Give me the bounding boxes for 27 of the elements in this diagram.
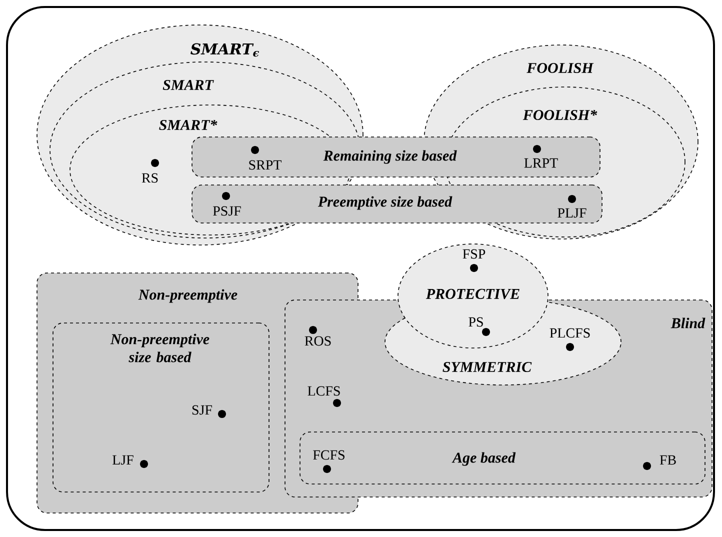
- point-label: LRPT: [524, 158, 558, 168]
- region-label: SMART$_{ϵ}$: [190, 43, 259, 57]
- region-label: Remaining size based: [323, 150, 457, 164]
- point-label: SRPT: [249, 160, 282, 170]
- point-label: PLJF: [558, 208, 586, 218]
- region-label: Age based: [452, 452, 516, 466]
- point-label: FB: [660, 455, 676, 465]
- point-label: PSJF: [213, 206, 241, 216]
- region-label: Non-preemptive size based: [110, 334, 210, 362]
- point-label: FCFS: [313, 450, 344, 460]
- region-label: Preemptive size based: [318, 196, 452, 210]
- region-label: SYMMETRIC: [442, 362, 532, 372]
- region-label: PROTECTIVE: [426, 288, 520, 300]
- point-label: PS: [468, 317, 483, 327]
- region-label: Blind: [670, 318, 706, 328]
- region-label: FOOLISH*: [522, 110, 598, 120]
- point-label: PLCFS: [550, 328, 590, 338]
- point-label: SJF: [192, 405, 212, 415]
- region-label: SMART*: [159, 120, 218, 130]
- point-label: LJF: [112, 455, 134, 465]
- point-label: ROS: [304, 336, 331, 346]
- point-label: FSP: [462, 249, 486, 259]
- region-label: SMART: [162, 80, 214, 90]
- point-label: LCFS: [308, 386, 340, 396]
- point-label: RS: [142, 173, 158, 183]
- region-label: Non-preemptive: [138, 289, 238, 303]
- region-label: FOOLISH: [526, 62, 594, 74]
